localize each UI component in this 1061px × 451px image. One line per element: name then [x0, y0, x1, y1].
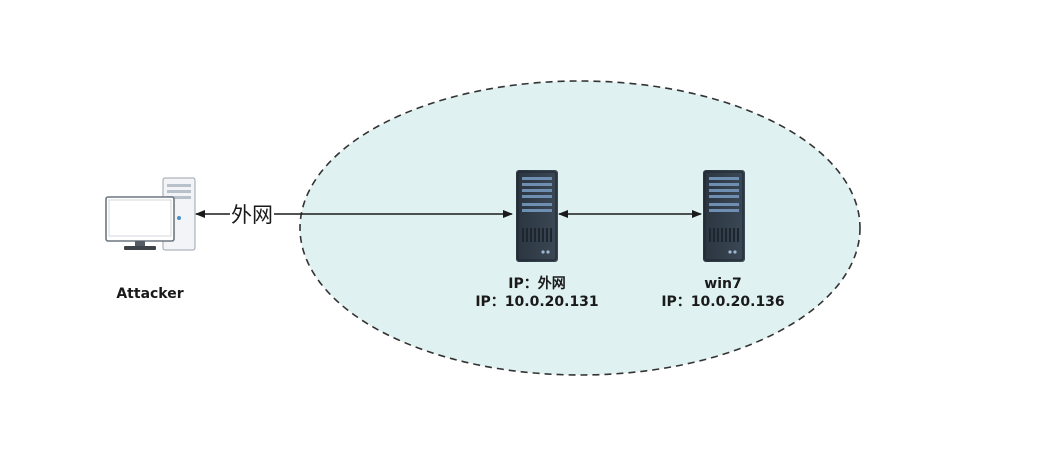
server1-label-line2: IP：10.0.20.131: [475, 294, 599, 310]
server2-label-line2: IP：10.0.20.136: [661, 294, 785, 310]
server-icon: [703, 170, 745, 262]
attacker-label: Attacker: [116, 286, 184, 302]
desktop-computer-icon: [105, 177, 196, 251]
internal-network-zone: [299, 80, 861, 376]
link-label-external-network: 外网: [230, 203, 274, 227]
server1-label-line1: IP：外网: [508, 276, 566, 292]
server2-label-line1: win7: [704, 276, 742, 292]
server-icon: [516, 170, 558, 262]
